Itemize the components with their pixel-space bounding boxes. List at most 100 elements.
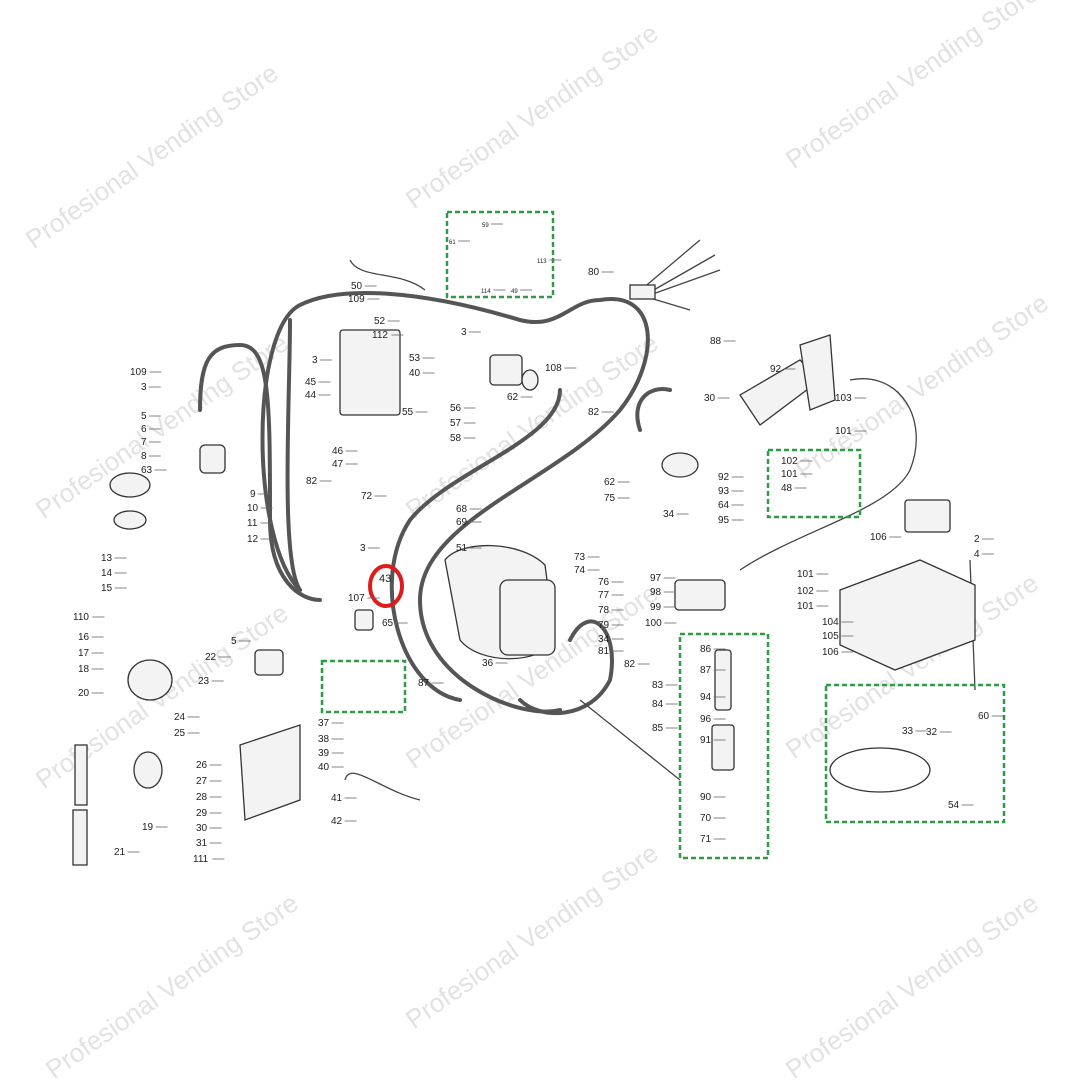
part-label-81: 81 xyxy=(598,646,610,657)
hoses xyxy=(198,291,672,716)
part-label-105: 105 xyxy=(822,631,839,642)
part-label-75: 75 xyxy=(604,493,616,504)
part-label-11: 11 xyxy=(247,518,258,529)
part-label-102: 102 xyxy=(781,456,798,467)
part-label-82: 82 xyxy=(306,476,318,487)
part-label-55: 55 xyxy=(402,407,414,418)
part-label-84: 84 xyxy=(652,699,664,710)
part-label-18: 18 xyxy=(78,664,90,675)
part-label-28: 28 xyxy=(196,792,208,803)
part-label-85: 85 xyxy=(652,723,664,734)
highlight-label: 43 xyxy=(379,573,391,585)
part-label-25: 25 xyxy=(174,728,186,739)
part-label-27: 27 xyxy=(196,776,208,787)
part-label-30: 30 xyxy=(196,823,208,834)
part-label-51: 51 xyxy=(456,543,468,554)
part-label-26: 26 xyxy=(196,760,208,771)
part-label-32: 32 xyxy=(926,727,938,738)
part-label-57: 57 xyxy=(450,418,462,429)
part-label-2: 2 xyxy=(974,534,980,545)
part-label-100: 100 xyxy=(645,618,662,629)
part-label-30: 30 xyxy=(704,393,716,404)
part-label-62: 62 xyxy=(604,477,616,488)
part-label-19: 19 xyxy=(142,822,154,833)
part-label-59: 59 xyxy=(482,223,489,229)
part-label-63: 63 xyxy=(141,465,153,476)
part-label-110: 110 xyxy=(73,612,89,623)
part-label-9: 9 xyxy=(250,489,256,500)
part-label-38: 38 xyxy=(318,734,330,745)
part-label-31: 31 xyxy=(196,838,208,849)
part-label-44: 44 xyxy=(305,390,317,401)
part-label-114: 114 xyxy=(481,289,491,295)
part-label-42: 42 xyxy=(331,816,343,827)
part-label-47: 47 xyxy=(332,459,344,470)
part-label-34: 34 xyxy=(663,509,675,520)
part-label-79: 79 xyxy=(598,620,610,631)
part-label-101: 101 xyxy=(797,601,814,612)
part-label-54: 54 xyxy=(948,800,960,811)
part-label-82: 82 xyxy=(588,407,600,418)
part-label-112: 112 xyxy=(372,330,388,341)
part-label-41: 41 xyxy=(331,793,343,804)
part-label-45: 45 xyxy=(305,377,317,388)
part-label-40: 40 xyxy=(409,368,421,379)
part-label-52: 52 xyxy=(374,316,386,327)
part-label-104: 104 xyxy=(822,617,839,628)
part-label-95: 95 xyxy=(718,515,730,526)
part-label-111: 111 xyxy=(193,854,209,865)
part-label-109: 109 xyxy=(348,294,365,305)
part-label-29: 29 xyxy=(196,808,208,819)
part-label-88: 88 xyxy=(710,336,722,347)
part-label-83: 83 xyxy=(652,680,664,691)
part-label-17: 17 xyxy=(78,648,90,659)
part-label-96: 96 xyxy=(700,714,712,725)
part-label-80: 80 xyxy=(588,267,600,278)
part-label-73: 73 xyxy=(574,552,586,563)
thin-wires xyxy=(344,239,976,801)
part-label-13: 13 xyxy=(101,553,113,564)
part-label-58: 58 xyxy=(450,433,462,444)
part-label-5: 5 xyxy=(231,636,237,647)
group-box xyxy=(824,683,1006,824)
part-label-102: 102 xyxy=(797,586,814,597)
part-label-36: 36 xyxy=(482,658,494,669)
part-label-98: 98 xyxy=(650,587,662,598)
part-label-101: 101 xyxy=(781,469,798,480)
part-label-87: 87 xyxy=(700,665,712,676)
part-label-3: 3 xyxy=(461,327,467,338)
part-label-87: 87 xyxy=(418,678,430,689)
part-label-91: 91 xyxy=(700,735,712,746)
part-label-39: 39 xyxy=(318,748,330,759)
part-label-93: 93 xyxy=(718,486,730,497)
part-label-50: 50 xyxy=(351,281,363,292)
part-label-106: 106 xyxy=(870,532,887,543)
part-label-78: 78 xyxy=(598,605,610,616)
part-label-4: 4 xyxy=(974,549,980,560)
part-label-113: 113 xyxy=(537,259,547,265)
part-label-76: 76 xyxy=(598,577,610,588)
part-label-101: 101 xyxy=(797,569,814,580)
part-label-53: 53 xyxy=(409,353,421,364)
part-label-74: 74 xyxy=(574,565,586,576)
part-label-37: 37 xyxy=(318,718,330,729)
part-label-86: 86 xyxy=(700,644,712,655)
part-label-22: 22 xyxy=(205,652,217,663)
part-label-71: 71 xyxy=(700,834,712,845)
part-label-48: 48 xyxy=(781,483,793,494)
part-label-46: 46 xyxy=(332,446,344,457)
part-label-12: 12 xyxy=(247,534,259,545)
part-label-62: 62 xyxy=(507,392,519,403)
group-box xyxy=(320,659,407,714)
part-label-60: 60 xyxy=(978,711,990,722)
part-label-15: 15 xyxy=(101,583,113,594)
part-label-3: 3 xyxy=(141,382,147,393)
part-label-3: 3 xyxy=(360,543,366,554)
part-label-56: 56 xyxy=(450,403,462,414)
part-label-61: 61 xyxy=(449,240,456,246)
part-label-97: 97 xyxy=(650,573,662,584)
part-label-101: 101 xyxy=(835,426,852,437)
part-label-24: 24 xyxy=(174,712,186,723)
